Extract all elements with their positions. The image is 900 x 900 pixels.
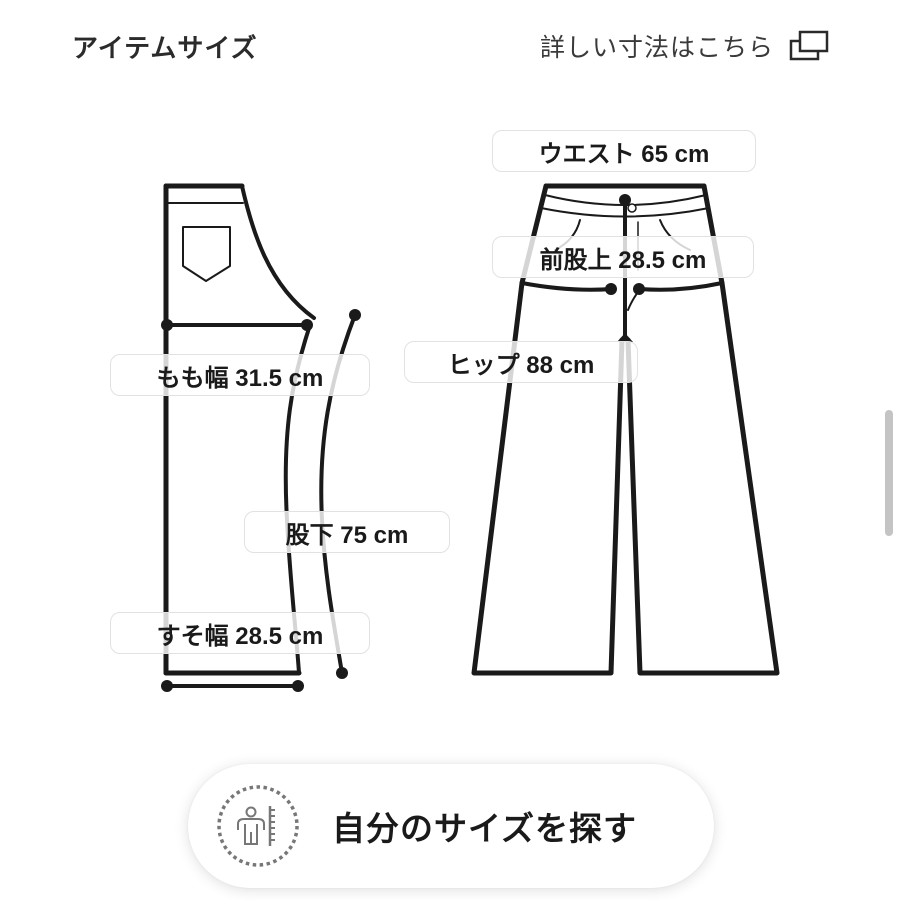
scrollbar-thumb[interactable]	[885, 410, 893, 536]
detail-link-label: 詳しい寸法はこちら	[539, 33, 774, 62]
side-view-dots	[161, 309, 361, 692]
side-view-diagram	[163, 183, 357, 688]
body-measure-icon	[216, 784, 300, 868]
external-window-icon	[788, 30, 830, 62]
measurement-label-front-rise: 前股上 28.5 cm	[492, 236, 754, 278]
measurement-label-inseam: 股下 75 cm	[244, 511, 450, 553]
measurement-label-hip: ヒップ 88 cm	[404, 341, 638, 383]
find-my-size-button[interactable]: 自分のサイズを探す	[188, 764, 714, 888]
front-view-dots	[605, 194, 645, 342]
detail-dimensions-link[interactable]: 詳しい寸法はこちら	[540, 28, 830, 64]
pants-diagram	[161, 183, 780, 692]
measurement-label-waist: ウエスト 65 cm	[492, 130, 756, 172]
measurement-label-hem: すそ幅 28.5 cm	[110, 612, 370, 654]
page-title: アイテムサイズ	[72, 34, 258, 64]
measurement-label-thigh: もも幅 31.5 cm	[110, 354, 370, 396]
find-my-size-label: 自分のサイズを探す	[332, 809, 638, 848]
